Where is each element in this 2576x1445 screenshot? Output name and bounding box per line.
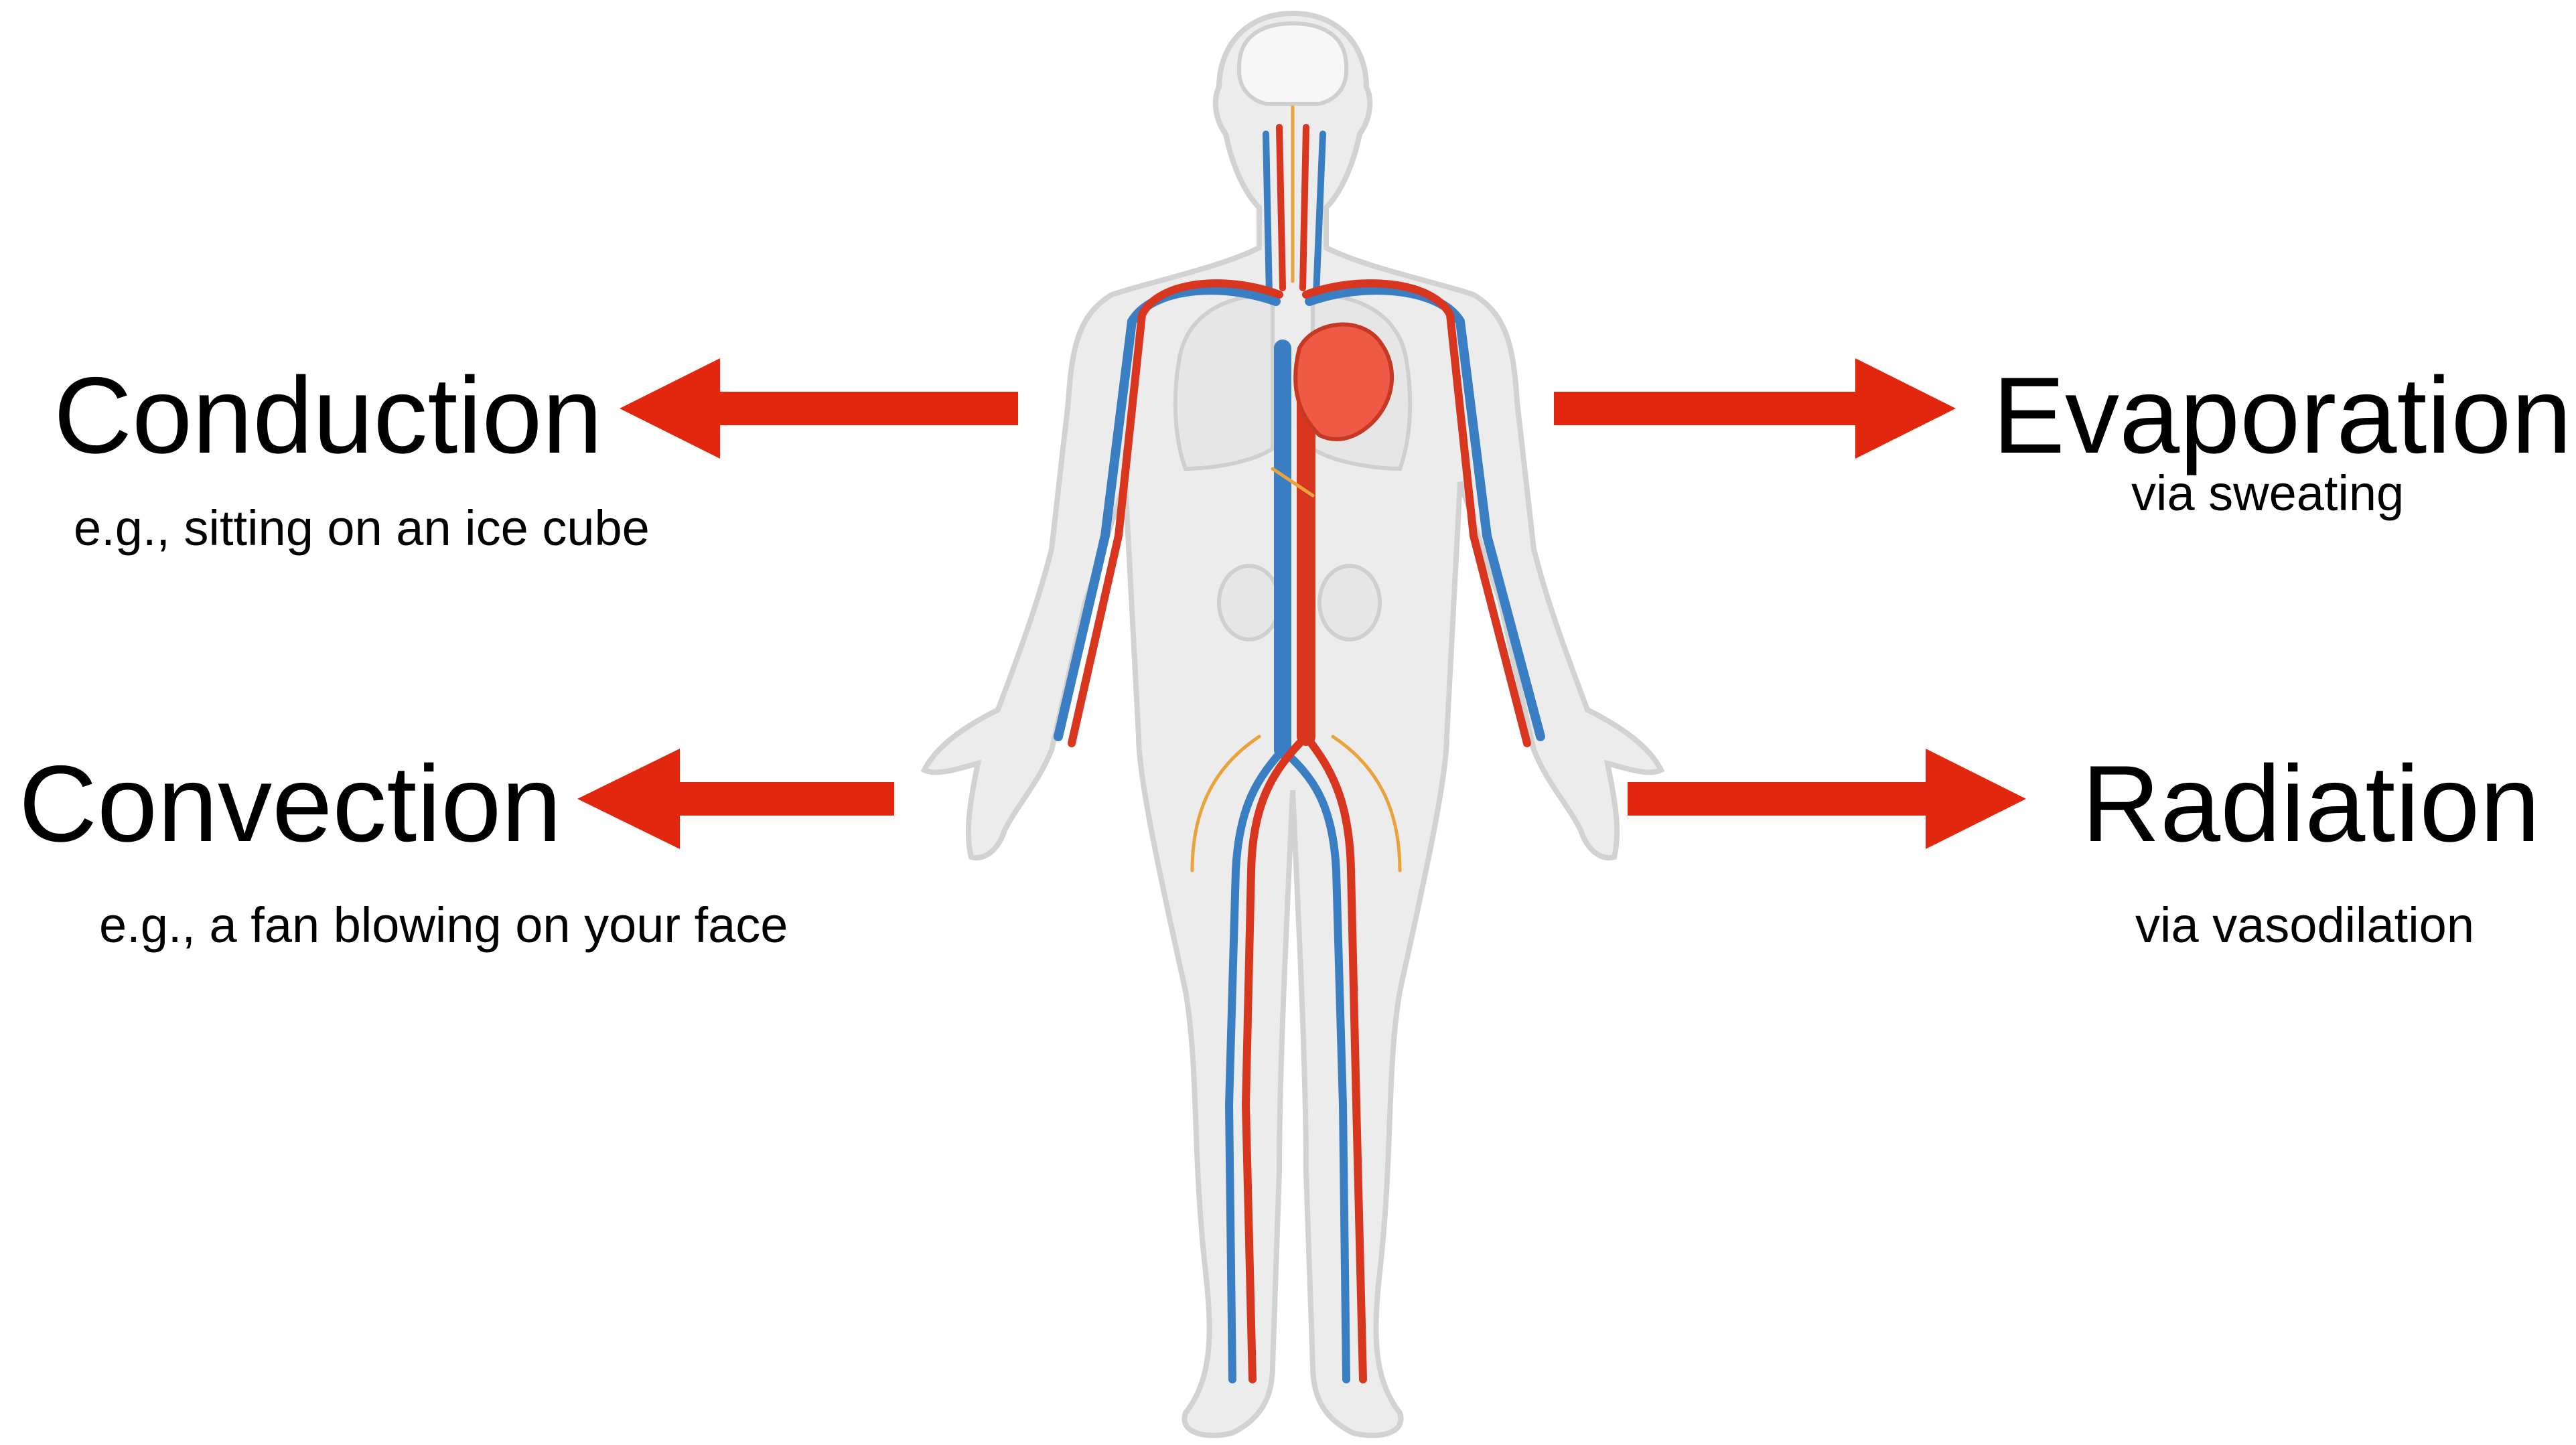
- conduction-arrow: [620, 358, 1018, 459]
- radiation-arrow: [1628, 749, 2026, 849]
- convection-arrow: [577, 749, 894, 849]
- brain: [1239, 23, 1346, 104]
- left-kidney: [1219, 566, 1279, 639]
- convection-example: e.g., a fan blowing on your face: [99, 901, 788, 950]
- evaporation-title: Evaporation: [1993, 362, 2572, 470]
- conduction-title: Conduction: [54, 362, 603, 470]
- right-kidney: [1319, 566, 1380, 639]
- radiation-example: via vasodilation: [2135, 901, 2474, 950]
- evaporation-arrow: [1554, 358, 1956, 459]
- convection-title: Convection: [19, 750, 561, 858]
- conduction-example: e.g., sitting on an ice cube: [74, 504, 650, 553]
- radiation-title: Radiation: [2082, 750, 2540, 858]
- evaporation-example: via sweating: [2131, 469, 2404, 518]
